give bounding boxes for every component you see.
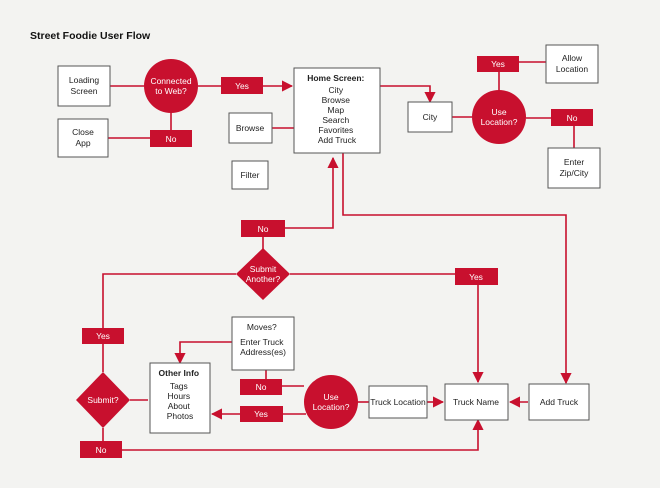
allow-location-box xyxy=(545,44,599,84)
home-screen-box xyxy=(293,67,381,154)
close-app-box xyxy=(57,118,109,158)
tag-no-moves: No xyxy=(256,382,267,392)
truck-location-box xyxy=(368,385,428,419)
tag-yes-submit: Yes xyxy=(96,331,110,341)
truck-location-label: Truck Location xyxy=(370,397,426,407)
home-screen-label: Home Screen: City Browse Map Search Favo… xyxy=(307,73,367,145)
tag-no-zip: No xyxy=(567,113,578,123)
tag-yes-submit-bg xyxy=(82,328,124,344)
use-location-top-node xyxy=(472,90,526,144)
decision-shapes xyxy=(76,59,526,429)
city-label: City xyxy=(423,112,438,122)
tag-no-connected-bg xyxy=(150,130,192,147)
add-truck-box xyxy=(528,383,590,421)
use-location-bottom-node xyxy=(304,375,358,429)
tag-no-zip-bg xyxy=(551,109,593,126)
line-submitanother-submit xyxy=(102,273,236,372)
tag-yes-other-info-bg xyxy=(240,406,283,422)
zip-city-box xyxy=(547,147,601,189)
line-submitanother-truckname xyxy=(290,273,484,384)
other-info-box xyxy=(149,362,211,434)
line-submitanother-home xyxy=(262,156,339,254)
label-tags xyxy=(80,56,593,458)
moves-label: Moves? Enter Truck Address(es) xyxy=(240,322,286,357)
truck-name-label: Truck Name xyxy=(453,397,499,407)
browse-box xyxy=(228,112,273,144)
tag-yes-connected: Yes xyxy=(235,81,249,91)
loading-screen-box xyxy=(57,65,111,107)
tag-no-submit-bg xyxy=(80,441,122,458)
truck-name-box xyxy=(444,383,509,421)
browse-label: Browse xyxy=(236,123,265,133)
page-title: Street Foodie User Flow xyxy=(30,30,151,42)
tag-yes-submit-another-bg xyxy=(455,268,498,285)
line-home-city xyxy=(380,85,436,104)
line-moves-otherinfo xyxy=(174,341,232,365)
filter-box xyxy=(231,160,269,190)
tag-no-moves-bg xyxy=(240,379,282,395)
tag-yes-other-info: Yes xyxy=(254,409,268,419)
moves-box xyxy=(231,316,295,371)
other-info-label: Other Info Tags Hours About Photos xyxy=(159,368,202,421)
submit-another-node xyxy=(236,248,290,300)
city-box xyxy=(407,101,453,133)
tag-no-submit-another-bg xyxy=(241,220,285,237)
tag-yes-allow: Yes xyxy=(491,59,505,69)
submit-label: Submit? xyxy=(87,395,118,405)
add-truck-label: Add Truck xyxy=(540,397,579,407)
tag-yes-submit-another: Yes xyxy=(469,272,483,282)
connected-to-web-node xyxy=(144,59,198,113)
tag-yes-allow-bg xyxy=(477,56,519,72)
line-submit-truckname xyxy=(102,418,484,451)
boxes xyxy=(57,44,601,434)
filter-label: Filter xyxy=(241,170,260,180)
line-home-addtruck xyxy=(342,153,572,385)
tag-no-submit: No xyxy=(96,445,107,455)
submit-node xyxy=(76,372,130,428)
tag-yes-connected-bg xyxy=(221,77,263,94)
tag-no-connected: No xyxy=(166,134,177,144)
tag-no-submit-another: No xyxy=(258,224,269,234)
